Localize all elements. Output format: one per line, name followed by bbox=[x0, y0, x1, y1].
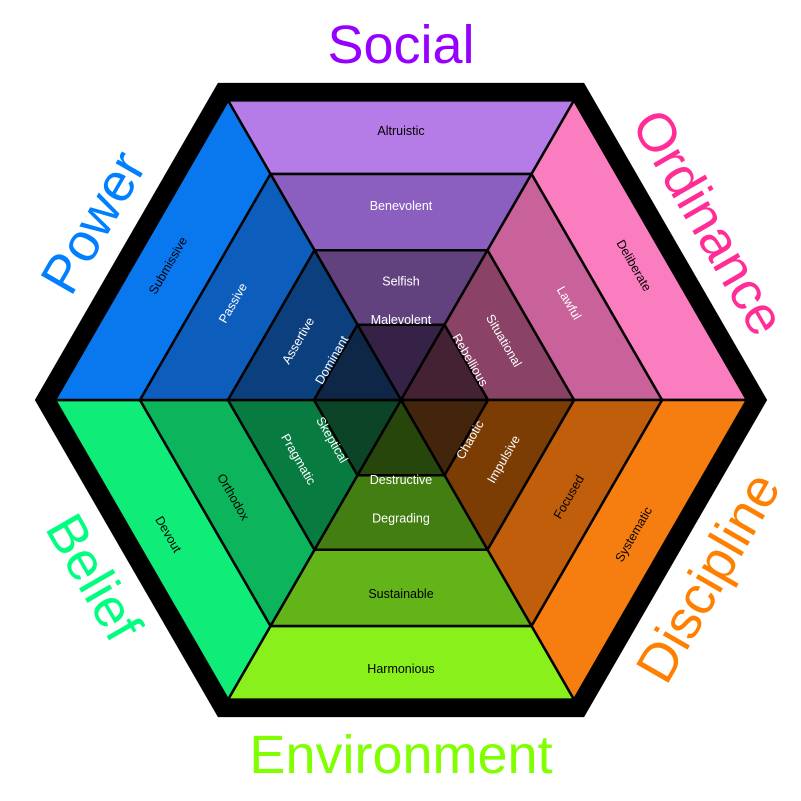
segment-dominant bbox=[311, 322, 404, 402]
ring-label-selfish: Selfish bbox=[382, 274, 420, 288]
sector-segments bbox=[52, 97, 750, 703]
ring-label-destructive: Destructive bbox=[370, 473, 433, 487]
axis-title-environment: Environment bbox=[249, 725, 552, 785]
axis-title-social: Social bbox=[327, 15, 474, 75]
ring-label-sustainable: Sustainable bbox=[368, 587, 433, 601]
ring-label-degrading: Degrading bbox=[372, 512, 430, 526]
ring-label-harmonious: Harmonious bbox=[367, 662, 434, 676]
ring-label-benevolent: Benevolent bbox=[370, 199, 433, 213]
ring-label-altruistic: Altruistic bbox=[377, 124, 424, 138]
ring-label-malevolent: Malevolent bbox=[371, 313, 432, 327]
